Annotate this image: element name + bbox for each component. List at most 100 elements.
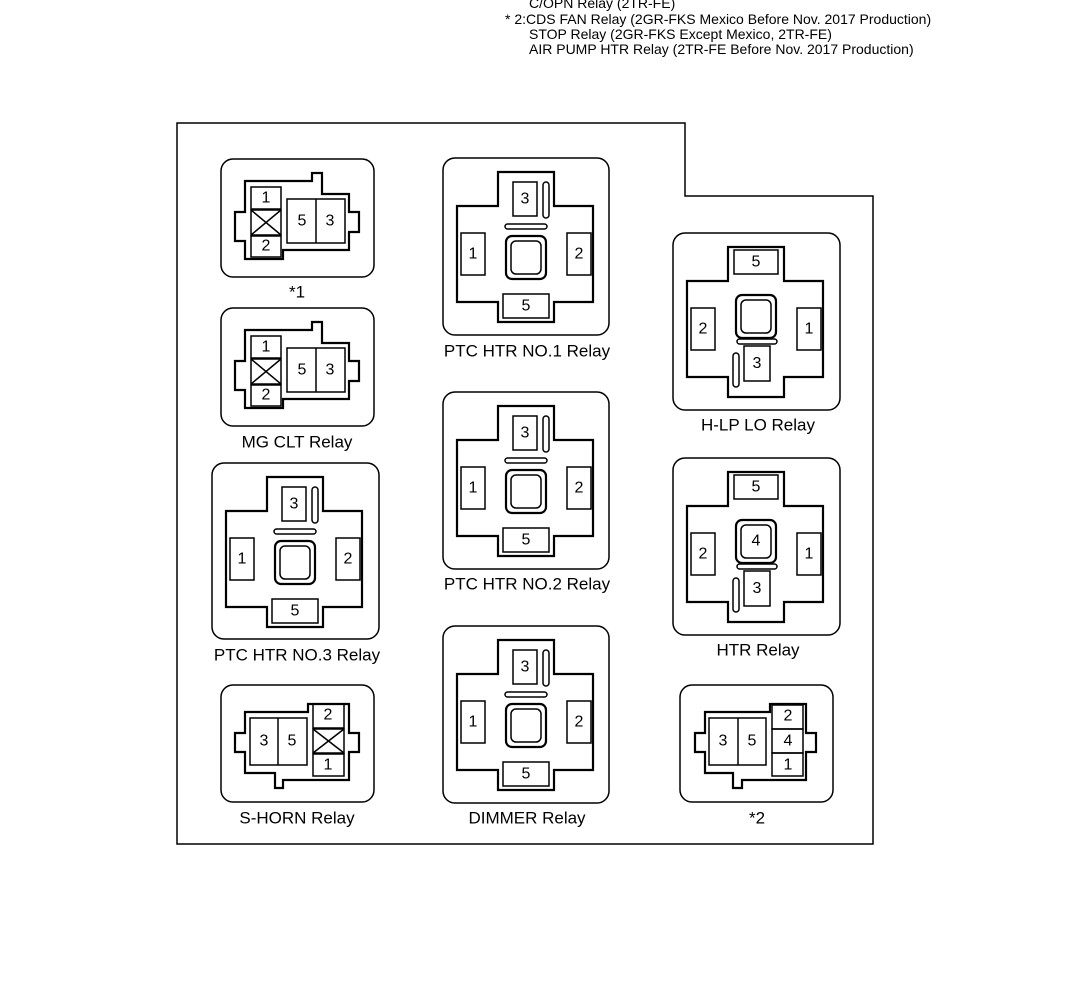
- pin-label: 1: [805, 321, 814, 338]
- slot: [542, 415, 550, 453]
- cross-connector: [685, 245, 825, 399]
- relay-caption: PTC HTR NO.2 Relay: [444, 575, 611, 594]
- relay-housing: [442, 157, 610, 336]
- terminal-cell: [271, 598, 319, 624]
- pin-label: 4: [752, 533, 761, 550]
- cross-line: [250, 209, 282, 236]
- relay-caption: PTC HTR NO.3 Relay: [214, 646, 381, 665]
- terminal-cell: [512, 181, 538, 217]
- relay-caption: MG CLT Relay: [242, 433, 353, 452]
- pin-label: 3: [290, 496, 299, 513]
- center-socket: [504, 234, 548, 281]
- pin-cell: [250, 384, 282, 407]
- note-marker: * 2:: [505, 11, 527, 27]
- pin-label: 2: [575, 714, 584, 731]
- relay-housing: [679, 684, 834, 803]
- pin-cell-unused: [250, 209, 282, 236]
- center-socket-inner: [740, 524, 772, 559]
- slot: [504, 691, 548, 698]
- pin-cell-unused: [312, 728, 345, 754]
- center-socket-inner: [510, 708, 542, 743]
- connector-body: [455, 638, 595, 792]
- pin-label: 2: [784, 708, 793, 725]
- note-line: STOP Relay (2GR-FKS Except Mexico, 2TR-F…: [529, 26, 832, 42]
- pin-label: 1: [262, 339, 271, 356]
- relay-housing: [442, 625, 610, 804]
- pin-label: 2: [575, 480, 584, 497]
- relay-block-outline: [176, 122, 874, 845]
- pin-label: 5: [298, 362, 307, 379]
- pin-label: 3: [326, 213, 335, 230]
- connector-body: [455, 170, 595, 324]
- slot: [736, 563, 778, 570]
- slot: [736, 338, 778, 345]
- relay-caption: *2: [749, 809, 765, 828]
- cross-line: [250, 358, 282, 385]
- terminal-cell: [733, 249, 779, 275]
- terminal-cell: [733, 474, 779, 500]
- relay-housing: [220, 684, 375, 803]
- terminal-cell: [335, 537, 361, 581]
- terminal-cell: [566, 700, 592, 744]
- terminal-cell: [512, 415, 538, 451]
- terminal-cell: [690, 532, 716, 576]
- pin-label: 4: [784, 733, 793, 750]
- pin-cell: [312, 753, 345, 777]
- connector-body: [685, 245, 825, 399]
- connector-body: [224, 475, 364, 629]
- pin-label: 1: [805, 546, 814, 563]
- center-socket-inner: [510, 240, 542, 275]
- relay-caption: PTC HTR NO.1 Relay: [444, 342, 611, 361]
- terminal-cell: [460, 466, 486, 510]
- center-socket: [734, 293, 778, 340]
- pin-label: 5: [291, 603, 300, 620]
- pin-label: 2: [699, 546, 708, 563]
- pin-cell: [312, 703, 345, 729]
- relay-mg-clt: 1 2 5 3 MG CLT Relay: [220, 307, 375, 452]
- slot: [732, 352, 740, 388]
- relay-caption: DIMMER Relay: [468, 809, 586, 828]
- center-socket: [734, 518, 778, 565]
- pin-cell: [250, 235, 282, 258]
- terminal-cell: [512, 649, 538, 685]
- note-line: C/OPN Relay (2TR-FE): [529, 0, 675, 11]
- pin-label: 1: [262, 190, 271, 207]
- cross-connector: [685, 470, 825, 624]
- pin-label: 1: [469, 480, 478, 497]
- pin-label: 3: [326, 362, 335, 379]
- note-text: C/OPN Relay (2TR-FE): [529, 0, 676, 11]
- pin-label: 3: [521, 191, 530, 208]
- terminal-cell: [502, 761, 550, 787]
- terminal-cell: [690, 307, 716, 351]
- pin-label: 2: [262, 387, 271, 404]
- pin-label: 5: [752, 479, 761, 496]
- terminal-cell: [796, 307, 822, 351]
- relay-housing: [220, 307, 375, 427]
- connector-body: [233, 171, 361, 261]
- pin-cell: [771, 752, 804, 777]
- mini-connector: 1 2 5 3: [233, 320, 361, 410]
- pin-label: 3: [753, 355, 762, 372]
- connector-body: [685, 470, 825, 624]
- pin-label: 1: [238, 551, 247, 568]
- relay-caption: *1: [289, 283, 305, 302]
- center-socket-inner: [510, 474, 542, 509]
- pin-label: 2: [324, 707, 333, 724]
- note-text: CDS FAN Relay (2GR-FKS Mexico Before Nov…: [526, 11, 932, 27]
- terminal-cell: [566, 466, 592, 510]
- pin-label: 1: [469, 246, 478, 263]
- pin-label: 3: [521, 425, 530, 442]
- slot: [273, 528, 317, 535]
- relay-housing: [672, 232, 841, 411]
- slot: [732, 577, 740, 613]
- pin-label: 3: [719, 733, 728, 750]
